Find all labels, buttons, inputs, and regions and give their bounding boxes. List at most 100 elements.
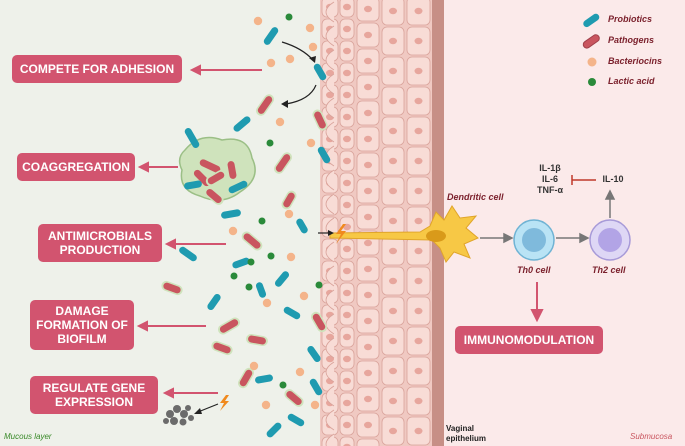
submucosa-region [440,0,685,446]
surface-cell [325,25,335,47]
probiotic-rod [307,345,321,363]
probiotic-rod [274,271,290,287]
lactic-acid-dot [267,252,275,260]
cytokine-il6: IL-6 [541,174,558,184]
surface-cell [325,121,335,143]
pathogen-rod-icon [582,34,600,49]
bacteriocin-dot [299,291,309,301]
bacteriocin-dot [295,367,305,377]
probiotic-rod [232,257,250,269]
bacteriocin-dot [228,226,238,236]
epithelial-cell [339,436,355,446]
pathogen-rod [205,170,227,186]
pathogen-rod [255,94,275,116]
cytokine-tnfa: TNF-α [536,185,564,195]
vaginal-epithelium-label: Vaginal epithelium [446,424,486,444]
probiotic-rod [184,180,202,190]
pathogen-rod [161,280,183,296]
pathogen-rod [246,333,268,347]
pathogen-rod [312,109,328,131]
surface-cell [325,97,335,119]
label-antimicrobials-production: ANTIMICROBIALS PRODUCTION [38,224,162,262]
probiotic-rod [228,180,248,194]
epithelium-label-line1: Vaginal [446,424,475,433]
lactic-acid-dot [279,381,287,389]
bacteriocin-dot [284,209,294,219]
bacteriocin-dot [266,58,276,68]
legend-lactic-acid: Lactic acid [608,76,655,86]
arrowhead [281,100,288,108]
probiotic-rod [263,27,279,45]
cytokine-il1b: IL-1β [539,163,561,173]
mechanism-arrows [136,64,544,399]
surface-cell [325,289,335,311]
label-coaggregation: COAGGREGATION [17,153,135,181]
probiotic-rod [266,422,282,438]
surface-cell [325,49,335,71]
probiotic-rod-icon [583,13,600,28]
surface-cell [325,313,335,335]
inhibition-arrow [571,175,596,185]
probiotic-rod [255,282,267,298]
pathogen-rod [284,389,304,407]
pathogen-rod [238,367,254,389]
bacteria-field [161,13,331,438]
pathogen-rod [241,231,263,251]
bacteriocin-dot [286,252,296,262]
signal-lightning-icon [220,395,229,411]
epithelium-label-line2: epithelium [446,434,487,443]
surface-cell [325,337,335,359]
surface-cell [325,265,335,287]
lactic-acid-dot [285,13,293,21]
arrowhead [194,408,202,414]
lactic-acid-dot [245,283,253,291]
bacteriocin-dot-icon [587,57,597,67]
probiotic-rod [313,63,327,81]
bacteriocin-dot [275,117,285,127]
surface-cell [325,169,335,191]
th2-cell-label: Th2 cell [592,265,626,275]
dendritic-cell [329,205,479,263]
surface-cell [325,361,335,383]
immune-arrows [480,189,616,244]
pathogen-rod [281,190,297,210]
probiotic-rod [207,293,221,311]
surface-cell [325,433,335,446]
lactic-acid-dot [230,272,238,280]
bacteriocin-dot [249,361,259,371]
probiotic-rod [317,146,331,164]
probiotic-rod [233,116,251,132]
pathogen-rod [273,152,293,174]
probiotic-rod [296,218,308,234]
probiotic-rod [287,413,305,427]
surface-cell [325,385,335,407]
bacteriocin-dot [308,42,318,52]
arrowhead [309,56,316,63]
th0-cell [513,219,555,261]
lactic-acid-dot [258,217,266,225]
surface-cell [325,73,335,95]
vaginal-epithelium [320,0,435,446]
label-compete-for-adhesion: COMPETE FOR ADHESION [12,55,182,83]
surface-cell [325,241,335,263]
probiotic-rod [283,306,301,320]
biofilm-debris [163,405,194,426]
bacteriocin-dot [253,16,263,26]
lactic-acid-dot [266,139,274,147]
surface-cell [325,193,335,215]
probiotic-rod [255,374,273,384]
probiotic-rod [221,209,241,219]
submucosa-label: Submucosa [630,432,673,441]
pathogen-rod [211,340,233,356]
probiotic-rod [309,378,323,396]
arrowhead [328,230,334,236]
dendritic-cell-label: Dendritic cell [447,192,504,202]
pathogen-rod [204,187,224,205]
legend-bacteriocins: Bacteriocins [608,56,663,66]
legend-icons [582,13,600,86]
legend-probiotics: Probiotics [608,14,653,24]
bacteriocin-dot [262,298,272,308]
surface-cell [325,1,335,23]
probiotic-rod [179,246,197,262]
